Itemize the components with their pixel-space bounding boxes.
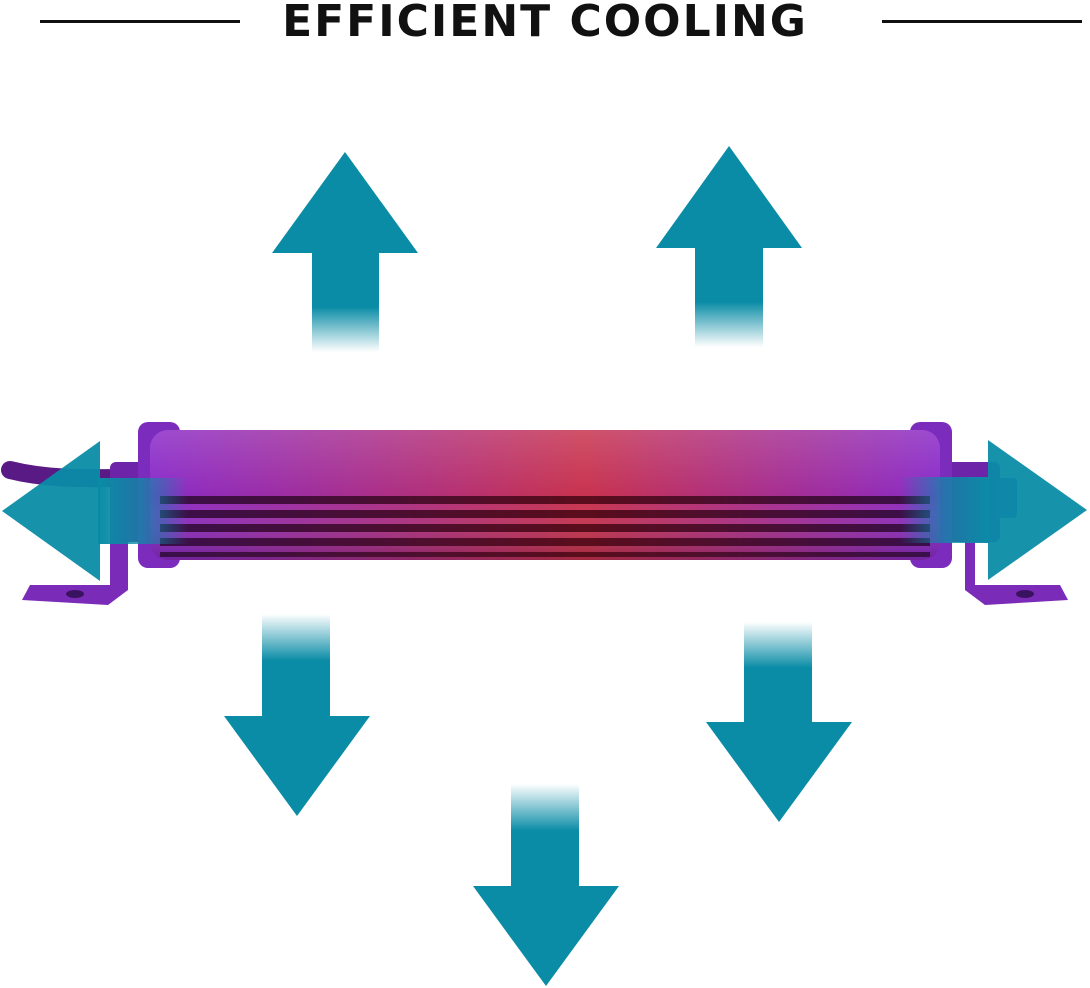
title-rule-right	[882, 20, 1082, 23]
arrow-right	[900, 440, 1087, 580]
arrow-down-left	[224, 614, 370, 816]
page-title: EFFICIENT COOLING	[282, 0, 808, 47]
arrow-left	[2, 441, 188, 581]
arrow-down-right	[706, 622, 852, 822]
title-rule-left	[40, 20, 240, 23]
mount-bracket-right	[965, 470, 1068, 605]
heat-sink-fins	[160, 496, 930, 557]
title-row: EFFICIENT COOLING	[0, 0, 1090, 48]
arrow-up-left	[272, 152, 418, 352]
arrow-down-center	[473, 784, 619, 986]
arrow-up-right	[656, 146, 802, 347]
